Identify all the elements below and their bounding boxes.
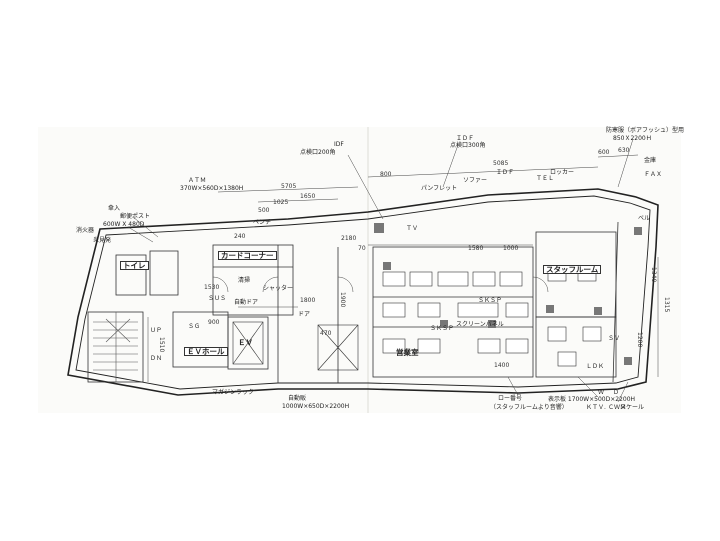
dim-630: 630 xyxy=(618,147,630,154)
label-d: Ｄ xyxy=(613,389,620,396)
label-scale: スケール xyxy=(620,404,645,411)
label-sksp-1: ＳＫＳＰ xyxy=(478,297,503,304)
dimension-lines xyxy=(147,154,659,382)
label-atm: ＡＴＭ xyxy=(188,177,207,184)
floor-plan-sheet: 5085 5705 1650 1025 500 800 630 600 240 … xyxy=(38,127,685,413)
exterior-walls xyxy=(67,188,659,396)
label-sus-door: 自動ドア xyxy=(234,299,259,306)
label-idf-right-sub: 点検口300角 xyxy=(450,142,486,149)
dim-600: 600 xyxy=(598,149,610,156)
label-sksp-2: ＳＫＳＰ xyxy=(430,325,455,332)
dim-1200: 1200 xyxy=(636,332,643,348)
dim-240: 240 xyxy=(234,233,246,240)
leader-lines xyxy=(127,138,634,403)
label-staff-room: スタッフルーム xyxy=(543,265,602,274)
stair-lines xyxy=(93,312,138,382)
desks xyxy=(382,266,602,367)
label-ktv: ＫＴＶ. xyxy=(586,404,606,411)
label-idf-mid: ＩＤＦ xyxy=(496,169,515,176)
label-card-corner: カードコーナー xyxy=(218,251,277,260)
floor-plan-drawing xyxy=(67,127,659,413)
hatched-blocks xyxy=(374,223,642,365)
label-top-right-1: 防寒服（ボアフッシュ）型用 xyxy=(606,127,685,134)
label-bell: ベル xyxy=(638,215,651,222)
label-dn: ＤＮ xyxy=(150,355,163,362)
label-eigyo: 営業室 xyxy=(396,348,419,357)
ev-shafts xyxy=(232,321,359,371)
dim-1800: 1800 xyxy=(300,297,316,304)
label-idf-left-sub: 点検口200角 xyxy=(300,149,336,156)
label-sv: ＳＶ xyxy=(608,335,621,342)
interior-walls xyxy=(87,221,619,383)
label-screen-panel: スクリーンパネル xyxy=(456,321,504,328)
label-ev-hall: ＥＶホール xyxy=(184,347,228,356)
label-shutter: シャッター xyxy=(263,285,294,292)
dim-1900: 1900 xyxy=(339,292,346,308)
label-bottom-dim: 表示板 1700W×500D×2200H xyxy=(548,396,636,403)
label-brochure: パンフレット xyxy=(421,185,458,192)
label-top-right-2: 850Ｘ2200Ｈ xyxy=(613,135,652,142)
label-magazine: マガジンラック xyxy=(212,389,255,396)
dim-1650: 1650 xyxy=(300,193,316,200)
label-staff-shitsu: （スタッフルームより音響） xyxy=(490,404,568,411)
label-ldk: ＬＤＫ xyxy=(586,363,605,370)
label-toilet: トイレ xyxy=(120,261,149,270)
label-kasaire: 傘入 xyxy=(108,205,121,212)
label-locker: ロッカー xyxy=(550,169,575,176)
dim-1580: 1580 xyxy=(468,245,484,252)
dim-1315: 1315 xyxy=(663,297,670,313)
label-mail: 郵便ポスト xyxy=(120,213,151,220)
door-swings xyxy=(212,276,549,293)
dim-70: 70 xyxy=(358,245,366,252)
label-w: Ｗ xyxy=(598,389,605,396)
label-jihan-sub: 1000W×650D×2200H xyxy=(282,403,350,410)
dim-800: 800 xyxy=(380,171,392,178)
label-ev: ＥＶ xyxy=(238,338,253,347)
label-idf-right: ＩＤＦ xyxy=(456,135,475,142)
label-tel: ＴＥＬ xyxy=(536,175,555,182)
label-cwm: ＣＷＭ xyxy=(608,404,627,411)
dim-1025: 1025 xyxy=(273,199,289,206)
label-kasa-size: 600W X 480D xyxy=(103,221,145,228)
label-jihan: 自動販 xyxy=(288,395,307,402)
label-tv: ＴＶ xyxy=(406,225,419,232)
label-shokaki: 消火器 xyxy=(76,227,95,234)
label-door-s: ドア xyxy=(298,311,311,318)
dim-1400: 1400 xyxy=(494,362,510,369)
dim-1340: 1340 xyxy=(650,267,657,283)
label-cleaning: 清掃 xyxy=(238,277,251,284)
label-low-counter: ロー番号 xyxy=(498,395,523,402)
label-kiosk: ベンチ xyxy=(253,219,272,226)
label-sus: ＳＵＳ xyxy=(208,295,227,302)
dim-900: 900 xyxy=(208,319,220,326)
label-sg: ＳＧ xyxy=(188,323,201,330)
label-enkyo: 炎見発 xyxy=(93,237,112,244)
dim-5085: 5085 xyxy=(493,160,509,167)
dim-1510: 1510 xyxy=(158,337,165,353)
dim-1000: 1000 xyxy=(503,245,519,252)
dim-2180: 2180 xyxy=(341,235,357,242)
dim-1530: 1530 xyxy=(204,284,220,291)
dim-500: 500 xyxy=(258,207,270,214)
label-kinko: 金庫 xyxy=(644,157,657,164)
label-idf-left: IDF xyxy=(334,141,344,148)
dim-470: 470 xyxy=(320,330,332,337)
label-sofa: ソファー xyxy=(463,177,488,184)
dim-5705: 5705 xyxy=(281,183,297,190)
label-atm-sub: 370W×560D×1380H xyxy=(180,185,244,192)
label-up: ＵＰ xyxy=(150,327,163,334)
label-fax: ＦＡＸ xyxy=(644,171,663,178)
